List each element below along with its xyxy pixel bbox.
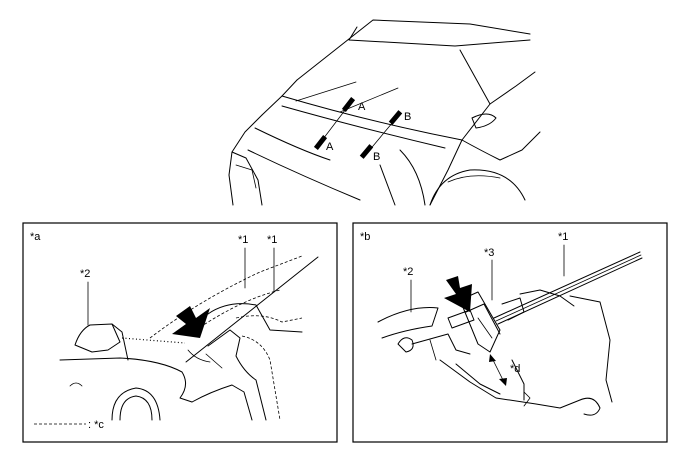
panel-a-callout-1-right: *1	[267, 234, 277, 246]
label-b-upper: B	[404, 111, 411, 123]
label-a-upper: A	[358, 101, 366, 113]
label-b-lower: B	[373, 151, 380, 163]
panel-a-callout-1-left: *1	[238, 234, 248, 246]
removal-direction-arrow	[444, 276, 472, 312]
panel-b-callout-3: *3	[484, 247, 494, 259]
car-top-view: A A B B	[228, 19, 541, 206]
insert-direction-arrow	[172, 306, 210, 338]
label-a-lower: A	[326, 141, 334, 153]
panel-b-callout-d: *d	[510, 363, 520, 375]
panel-b-callout-1: *1	[558, 231, 568, 243]
panel-b-callout-2: *2	[403, 266, 413, 278]
detail-panel-a: *a *1 *1 *2 : *c	[22, 222, 338, 443]
detail-panel-b: *b *1 *3 *2	[352, 222, 668, 443]
panel-a-tag: *a	[30, 231, 41, 243]
panel-a-callout-2: *2	[80, 268, 90, 280]
panel-b-tag: *b	[360, 231, 370, 243]
panel-a-legend-label: : *c	[88, 419, 104, 431]
